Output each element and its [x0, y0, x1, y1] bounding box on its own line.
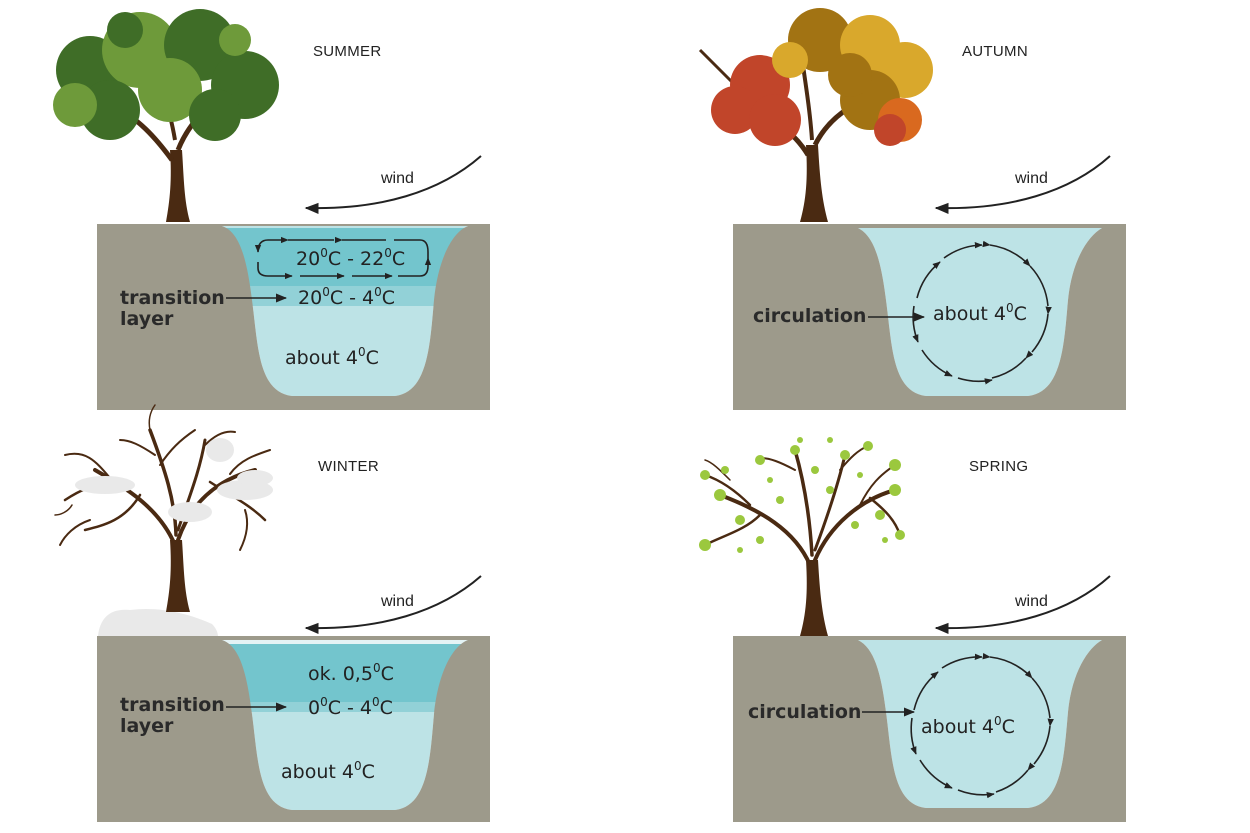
spring-tree-illustration	[699, 437, 905, 636]
winter-ice-sheet	[222, 638, 468, 644]
spring-temp: about 40C	[921, 714, 1015, 738]
autumn-wind-arrow	[934, 155, 1111, 214]
summer-transition-temp: 200C - 40C	[298, 285, 395, 309]
autumn-circulation-label: circulation	[753, 305, 866, 327]
winter-surface-temp: ok. 0,50C	[308, 661, 394, 685]
autumn-panel: about 40C circulation AUTUMN wind	[698, 8, 1126, 410]
winter-transition-layer	[240, 702, 442, 712]
spring-ground	[733, 636, 1126, 822]
autumn-ground	[733, 224, 1126, 410]
winter-deep-temp: about 40C	[281, 759, 375, 783]
winter-wind-label: wind	[380, 593, 414, 610]
autumn-temp: about 40C	[933, 301, 1027, 325]
autumn-tree-illustration	[698, 8, 933, 222]
summer-tree-illustration	[53, 9, 279, 222]
winter-ground	[97, 636, 490, 822]
summer-surface-current-arrows	[254, 236, 432, 280]
summer-surface-temp: 200C - 220C	[296, 246, 405, 270]
winter-transition-label-line1: transition	[120, 694, 225, 716]
winter-transition-temp: 00C - 40C	[308, 695, 393, 719]
summer-wind-arrow	[304, 155, 482, 214]
spring-water	[858, 640, 1102, 808]
summer-transition-layer	[240, 286, 442, 306]
winter-transition-label-line2: layer	[120, 715, 174, 737]
summer-title: SUMMER	[313, 43, 381, 60]
summer-transition-label-line2: layer	[120, 308, 174, 330]
summer-deep-temp: about 40C	[285, 345, 379, 369]
spring-circulation-label: circulation	[748, 701, 861, 723]
winter-tree-illustration	[54, 404, 273, 636]
autumn-water	[858, 228, 1102, 396]
summer-wind-label: wind	[380, 170, 414, 187]
autumn-title: AUTUMN	[962, 43, 1028, 60]
summer-panel: 200C - 220C 200C - 40C about 40C transit…	[53, 9, 490, 410]
winter-cold-layer	[226, 644, 466, 702]
winter-panel: ok. 0,50C 00C - 40C about 40C transition…	[54, 404, 490, 822]
autumn-wind-label: wind	[1014, 170, 1048, 187]
spring-circulation-arrows	[910, 652, 1054, 799]
spring-panel: about 40C circulation SPRING wind	[699, 437, 1126, 822]
spring-wind-arrow	[934, 575, 1111, 634]
summer-transition-label-line1: transition	[120, 287, 225, 309]
spring-wind-label: wind	[1014, 593, 1048, 610]
autumn-circulation-arrows	[912, 240, 1052, 385]
spring-title: SPRING	[969, 458, 1028, 475]
winter-title: WINTER	[318, 458, 379, 475]
winter-wind-arrow	[304, 575, 482, 634]
summer-ground	[97, 224, 490, 410]
